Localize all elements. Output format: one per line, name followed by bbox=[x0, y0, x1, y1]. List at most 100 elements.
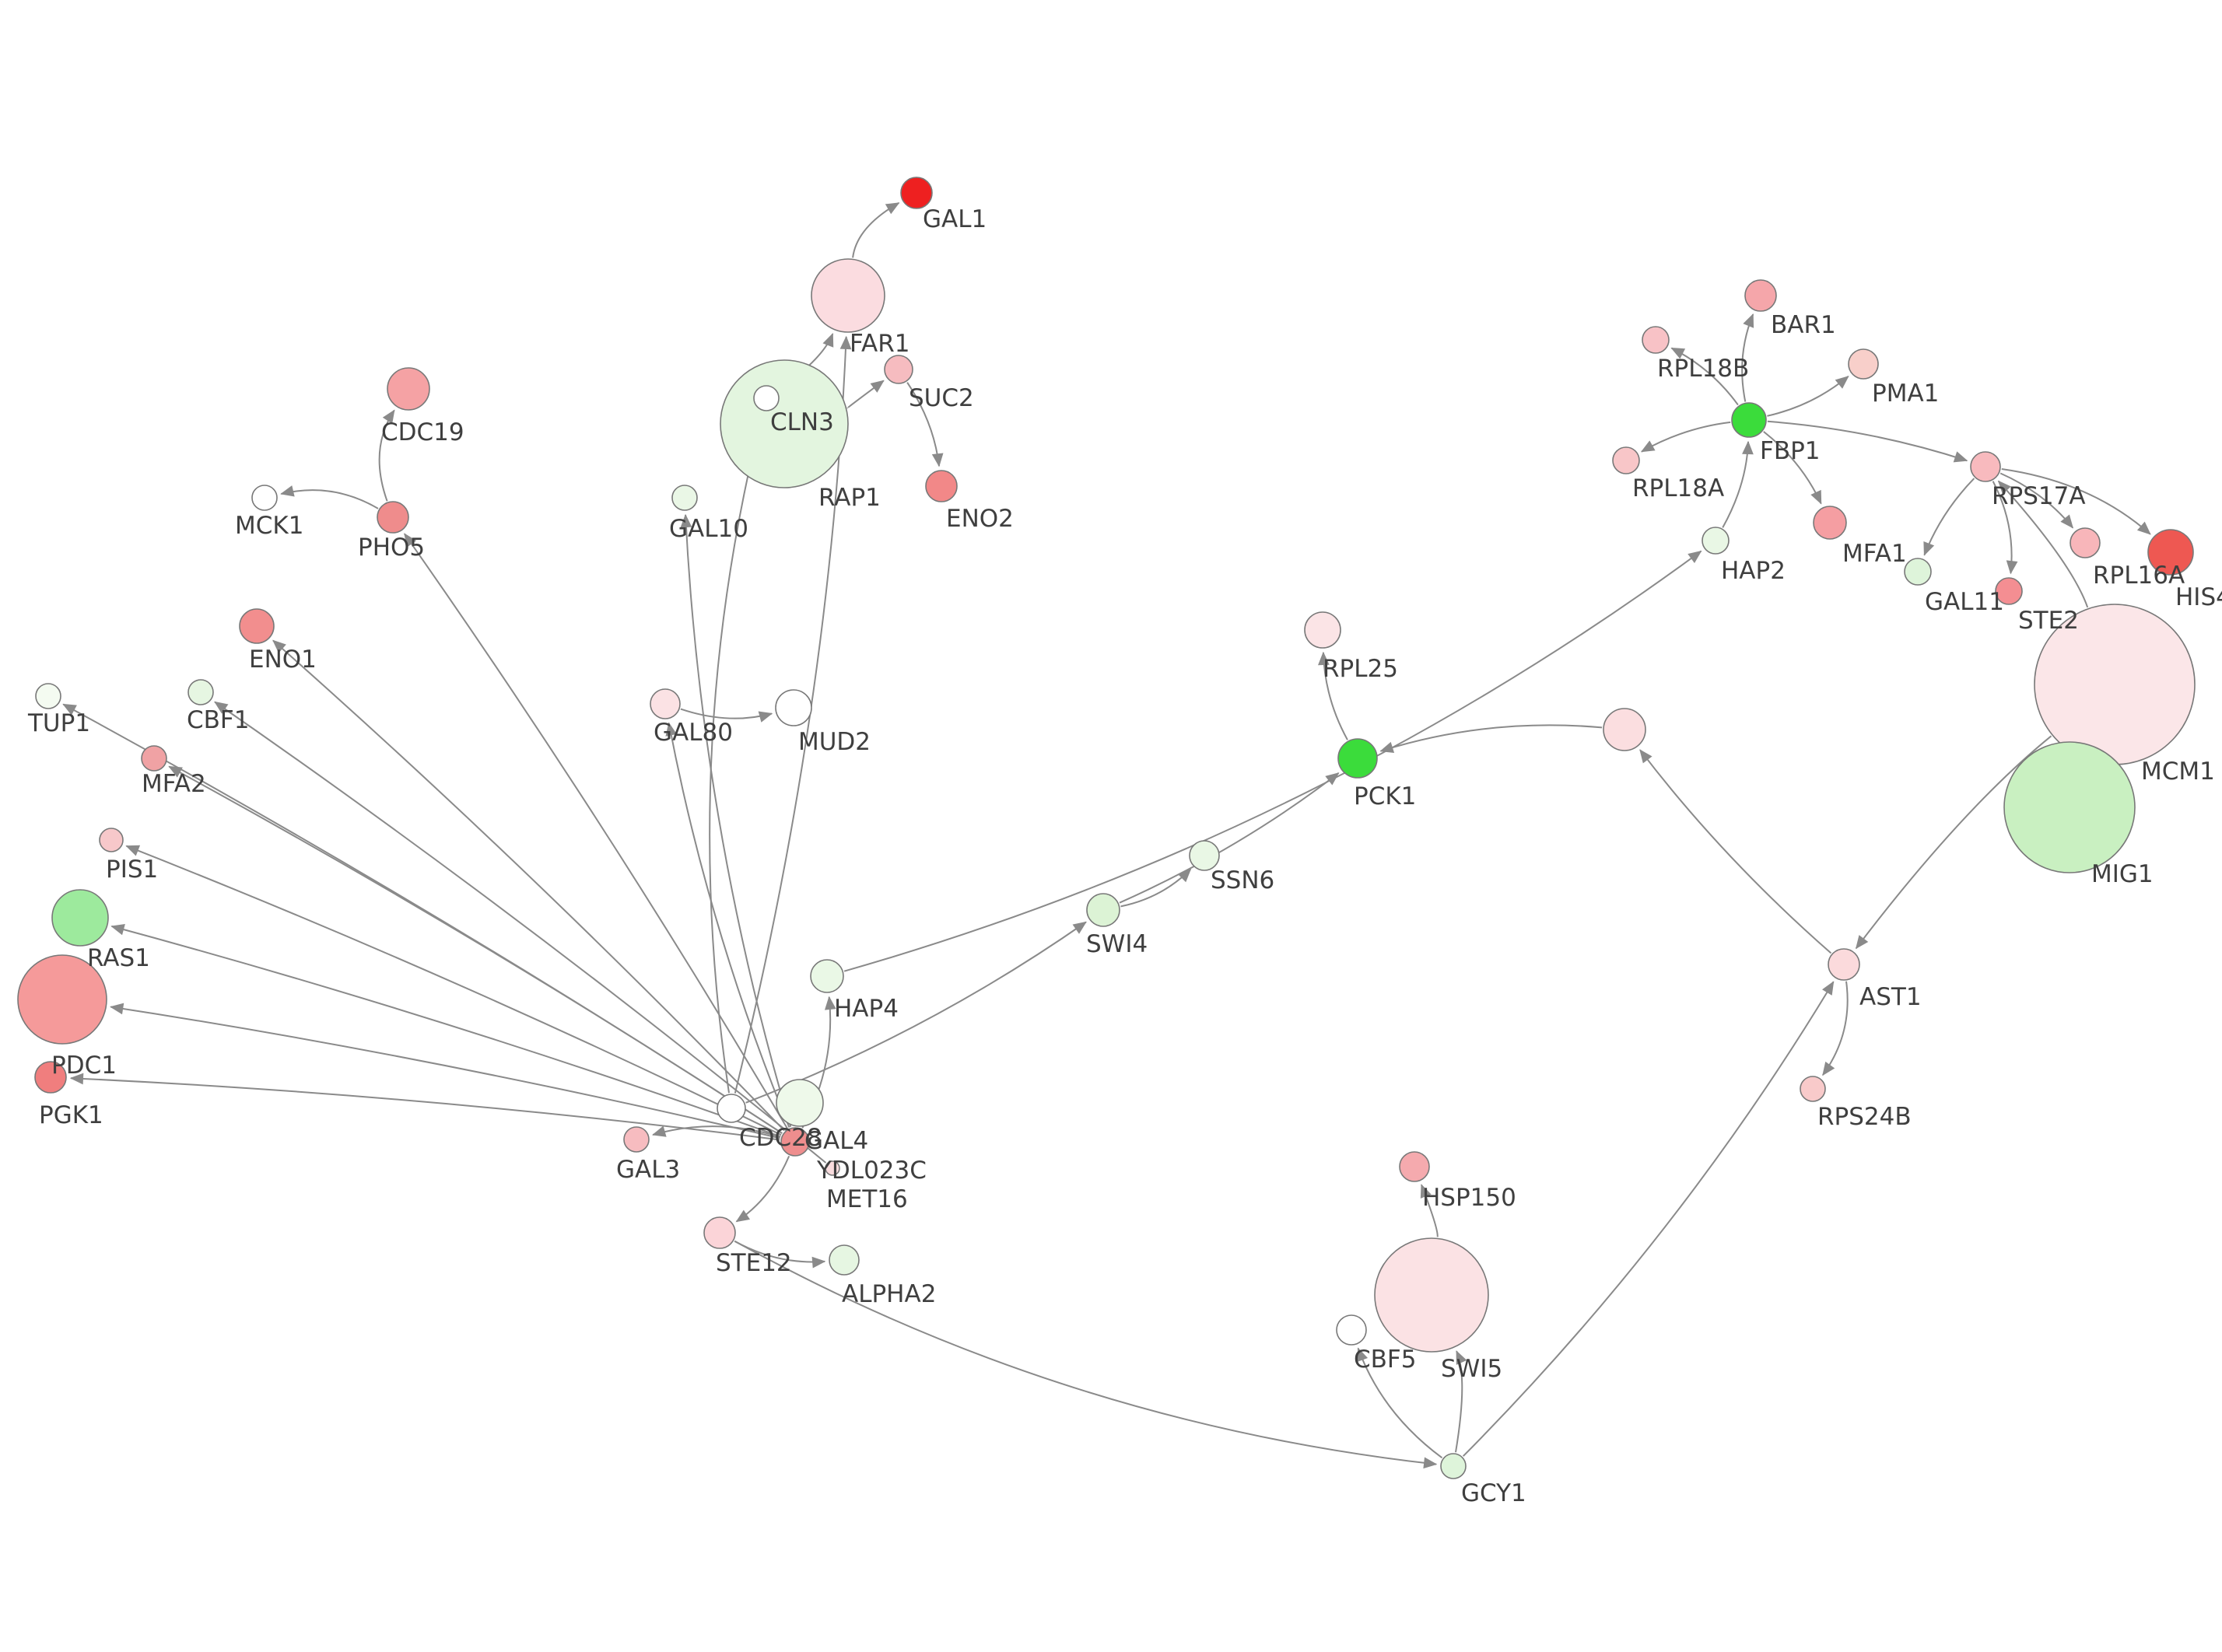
edge-mcm1-rps17a[interactable] bbox=[1997, 480, 2089, 608]
node-mfa2[interactable] bbox=[141, 745, 167, 772]
edge-swi4-pck1[interactable] bbox=[1119, 772, 1340, 904]
edge-gal4-gal3[interactable] bbox=[652, 1125, 781, 1138]
node-pma1[interactable] bbox=[1848, 348, 1879, 380]
node-tup1[interactable] bbox=[35, 683, 61, 709]
node-pck1[interactable] bbox=[1337, 738, 1378, 779]
node-eno1[interactable] bbox=[239, 608, 275, 644]
node-pdc1[interactable] bbox=[17, 954, 107, 1045]
node-suc2[interactable] bbox=[884, 355, 913, 384]
node-pgk1[interactable] bbox=[34, 1061, 67, 1094]
edge-gal4-mfa2[interactable] bbox=[168, 765, 783, 1134]
edge-swi4-ssn6[interactable] bbox=[1120, 868, 1192, 908]
node-rpl18b[interactable] bbox=[1642, 326, 1670, 354]
edge-gcy1-cbf5[interactable] bbox=[1357, 1347, 1443, 1459]
edge-gal4-gal10[interactable] bbox=[680, 513, 792, 1128]
edge-hap2-fbp1[interactable] bbox=[1722, 440, 1754, 528]
node-gal80[interactable] bbox=[650, 688, 681, 719]
edge-gal4-pgk1[interactable] bbox=[69, 1073, 780, 1141]
node-hsp150[interactable] bbox=[1399, 1151, 1430, 1182]
edge-gcy1-swi5[interactable] bbox=[1455, 1350, 1467, 1453]
edge-far1-gal1[interactable] bbox=[852, 202, 900, 258]
edge-hap4-hap2[interactable] bbox=[843, 550, 1702, 972]
node-gal11[interactable] bbox=[1904, 558, 1932, 586]
edge-ast1-rps24b[interactable] bbox=[1822, 981, 1849, 1076]
node-his4[interactable] bbox=[2147, 529, 2194, 576]
edge-pho5-mck1[interactable] bbox=[280, 485, 379, 509]
node-gal3[interactable] bbox=[623, 1126, 650, 1153]
edge-fbp1-pma1[interactable] bbox=[1767, 376, 1849, 417]
node-hap2[interactable] bbox=[1702, 527, 1730, 555]
edge-nodex-pck1[interactable] bbox=[1379, 724, 1603, 753]
edge-rps17a-ste2[interactable] bbox=[1992, 481, 2018, 575]
edge-met16-cbf1[interactable] bbox=[214, 701, 827, 1164]
edge-rps17a-gal11[interactable] bbox=[1923, 478, 1975, 556]
node-gal1[interactable] bbox=[900, 177, 933, 209]
node-mud2[interactable] bbox=[775, 689, 812, 726]
edge-rap1-suc2[interactable] bbox=[846, 380, 885, 409]
node-cdc19[interactable] bbox=[387, 367, 430, 411]
edge-gal4-ste12[interactable] bbox=[735, 1156, 790, 1223]
node-ste2[interactable] bbox=[1995, 577, 2023, 605]
edge-rps17a-his4[interactable] bbox=[2001, 468, 2151, 535]
node-ste12[interactable] bbox=[703, 1216, 736, 1249]
edge-ast1-nodex[interactable] bbox=[1639, 749, 1832, 954]
node-nodex[interactable] bbox=[1603, 708, 1646, 751]
node-ras1[interactable] bbox=[51, 889, 109, 947]
edge-fbp1-rpl18a[interactable] bbox=[1640, 421, 1731, 453]
node-label-fbp1: FBP1 bbox=[1760, 437, 1821, 465]
edge-rps17a-rpl16a[interactable] bbox=[1999, 472, 2073, 529]
edge-fbp1-rps17a[interactable] bbox=[1767, 420, 1968, 463]
node-gal4[interactable] bbox=[780, 1127, 810, 1157]
node-ast1[interactable] bbox=[1828, 948, 1860, 981]
node-rpl16a[interactable] bbox=[2070, 527, 2101, 558]
node-gal10[interactable] bbox=[671, 485, 698, 511]
edge-gal4-ras1[interactable] bbox=[110, 923, 781, 1138]
edge-fbp1-mfa1[interactable] bbox=[1763, 431, 1822, 505]
node-rps17a[interactable] bbox=[1970, 451, 2001, 482]
node-label-hsp150: HSP150 bbox=[1422, 1184, 1516, 1212]
edge-cdc28-cln3[interactable] bbox=[709, 414, 765, 1094]
edge-suc2-eno2[interactable] bbox=[906, 382, 944, 467]
edge-gal80-mud2[interactable] bbox=[680, 708, 773, 723]
edge-gal4-pis1[interactable] bbox=[125, 845, 782, 1136]
node-swi4[interactable] bbox=[1086, 893, 1120, 927]
node-far1[interactable] bbox=[811, 258, 885, 333]
node-gcy1[interactable] bbox=[1440, 1453, 1467, 1479]
node-hap4[interactable] bbox=[810, 959, 844, 993]
node-bar1[interactable] bbox=[1744, 279, 1777, 312]
edge-gal4-pho5[interactable] bbox=[404, 533, 788, 1129]
edge-mcm1-ast1[interactable] bbox=[1855, 735, 2052, 950]
node-cbf5[interactable] bbox=[1336, 1314, 1367, 1346]
node-pis1[interactable] bbox=[99, 828, 124, 852]
edge-fbp1-bar1[interactable] bbox=[1741, 313, 1754, 402]
edge-gal4-tup1[interactable] bbox=[62, 703, 783, 1134]
node-cln3[interactable] bbox=[753, 385, 780, 411]
edge-gal4-eno1[interactable] bbox=[272, 639, 785, 1132]
node-met16[interactable] bbox=[825, 1160, 840, 1176]
edge-fbp1-rpl18b[interactable] bbox=[1670, 347, 1739, 406]
edge-swi5-hsp150[interactable] bbox=[1420, 1184, 1439, 1237]
edge-pho5-cdc19[interactable] bbox=[378, 409, 395, 502]
node-mig1[interactable] bbox=[2003, 741, 2136, 873]
node-alpha2[interactable] bbox=[829, 1244, 860, 1276]
node-eno2[interactable] bbox=[925, 470, 958, 502]
node-rpl25[interactable] bbox=[1304, 611, 1341, 649]
node-ydl023c[interactable] bbox=[776, 1079, 824, 1127]
node-mfa1[interactable] bbox=[1813, 506, 1847, 540]
node-mck1[interactable] bbox=[251, 485, 278, 511]
node-swi5[interactable] bbox=[1374, 1237, 1489, 1353]
node-pho5[interactable] bbox=[377, 501, 409, 534]
node-rps24b[interactable] bbox=[1800, 1076, 1826, 1102]
node-label-rap1: RAP1 bbox=[818, 484, 881, 512]
edge-pck1-rpl25[interactable] bbox=[1318, 651, 1348, 740]
edge-gal4-gal80[interactable] bbox=[665, 722, 790, 1128]
edge-gcy1-ast1[interactable] bbox=[1462, 981, 1835, 1457]
node-ssn6[interactable] bbox=[1189, 840, 1220, 871]
node-rap1[interactable] bbox=[720, 359, 849, 488]
edge-gal4-pdc1[interactable] bbox=[110, 1003, 780, 1139]
node-cdc28[interactable] bbox=[717, 1094, 746, 1123]
node-cbf1[interactable] bbox=[188, 679, 214, 705]
node-fbp1[interactable] bbox=[1731, 402, 1767, 438]
node-rpl18a[interactable] bbox=[1612, 446, 1640, 474]
edge-ste12-gcy1[interactable] bbox=[734, 1240, 1438, 1469]
